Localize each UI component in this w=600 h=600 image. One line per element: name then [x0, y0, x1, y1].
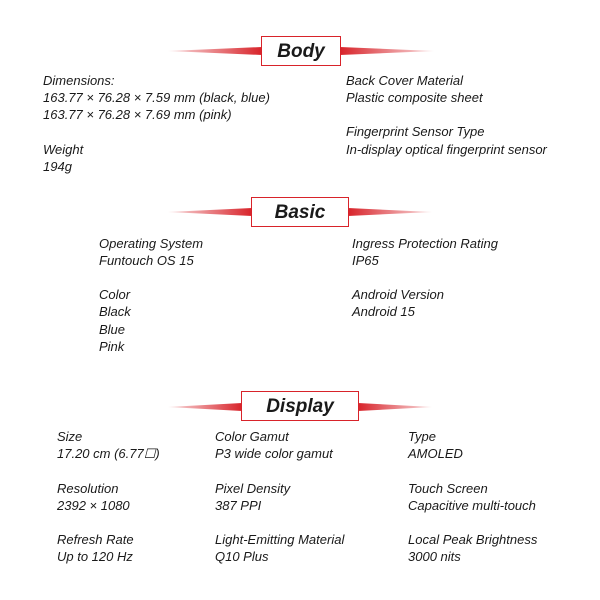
peak-brightness-label: Local Peak Brightness: [408, 532, 538, 547]
peak-brightness-value: 3000 nits: [408, 549, 461, 564]
header-line-left: [168, 208, 252, 216]
color-gamut-label: Color Gamut: [215, 429, 289, 444]
touch-screen-label: Touch Screen: [408, 481, 488, 496]
android-version-label: Android Version: [352, 287, 445, 302]
header-line-right: [358, 403, 432, 411]
os-value: Funtouch OS 15: [99, 253, 194, 268]
android-version-value: Android 15: [352, 304, 415, 319]
color-value-pink: Pink: [99, 339, 125, 354]
fingerprint-value: In-display optical fingerprint sensor: [346, 142, 547, 157]
section-title-display: Display: [241, 391, 359, 421]
pixel-density-value: 387 PPI: [215, 498, 262, 513]
header-line-left: [168, 403, 242, 411]
header-line-right: [348, 208, 432, 216]
touch-screen-value: Capacitive multi-touch: [408, 498, 536, 513]
ip-rating-value: IP65: [352, 253, 379, 268]
weight-value: 194g: [43, 159, 72, 174]
back-cover-label: Back Cover Material: [346, 73, 464, 88]
color-value-blue: Blue: [99, 322, 126, 337]
resolution-label: Resolution: [57, 481, 119, 496]
weight-label: Weight: [43, 142, 84, 157]
color-label: Color: [99, 287, 131, 302]
back-cover-value: Plastic composite sheet: [346, 90, 483, 105]
type-value: AMOLED: [408, 446, 463, 461]
dimensions-value-1: 163.77 × 76.28 × 7.59 mm (black, blue): [43, 90, 270, 105]
header-line-left: [168, 47, 262, 55]
light-material-value: Q10 Plus: [215, 549, 269, 564]
resolution-value: 2392 × 1080: [57, 498, 130, 513]
size-label: Size: [57, 429, 83, 444]
section-title-body: Body: [261, 36, 341, 66]
color-value-black: Black: [99, 304, 131, 319]
refresh-rate-value: Up to 120 Hz: [57, 549, 133, 564]
size-value: 17.20 cm (6.77☐): [57, 446, 160, 461]
os-label: Operating System: [99, 236, 204, 251]
pixel-density-label: Pixel Density: [215, 481, 291, 496]
dimensions-value-2: 163.77 × 76.28 × 7.69 mm (pink): [43, 107, 232, 122]
dimensions-label: Dimensions:: [43, 73, 115, 88]
light-material-label: Light-Emitting Material: [215, 532, 345, 547]
color-gamut-value: P3 wide color gamut: [215, 446, 333, 461]
ip-rating-label: Ingress Protection Rating: [352, 236, 498, 251]
type-label: Type: [408, 429, 436, 444]
section-title-basic: Basic: [251, 197, 349, 227]
header-line-right: [340, 47, 434, 55]
fingerprint-label: Fingerprint Sensor Type: [346, 124, 485, 139]
refresh-rate-label: Refresh Rate: [57, 532, 134, 547]
